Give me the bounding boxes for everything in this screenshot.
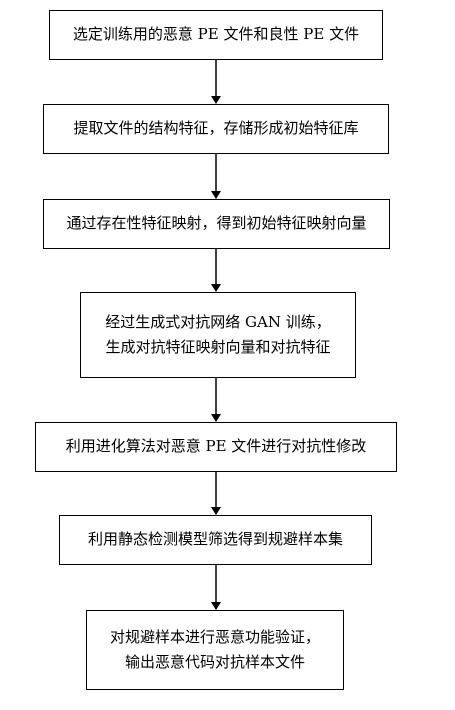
step-3-text: 通过存在性特征映射，得到初始特征映射向量 bbox=[66, 214, 367, 233]
step-6-text: 利用静态检测模型筛选得到规避样本集 bbox=[87, 530, 343, 549]
step-1-text: 选定训练用的恶意 PE 文件和良性 PE 文件 bbox=[72, 25, 360, 44]
step-5-text: 利用进化算法对恶意 PE 文件进行对抗性修改 bbox=[65, 437, 367, 456]
step-7-text-line-1: 对规避样本进行恶意功能验证， bbox=[109, 627, 320, 646]
step-5-evolutionary-modification: 利用进化算法对恶意 PE 文件进行对抗性修改 bbox=[35, 422, 397, 472]
step-2-extract-structural-features: 提取文件的结构特征，存储形成初始特征库 bbox=[43, 104, 389, 154]
step-6-static-detection-filter: 利用静态检测模型筛选得到规避样本集 bbox=[59, 515, 372, 565]
step-4-text-line-1: 经过生成式对抗网络 GAN 训练， bbox=[105, 312, 331, 331]
step-4-gan-training: 经过生成式对抗网络 GAN 训练， 生成对抗特征映射向量和对抗特征 bbox=[80, 292, 356, 378]
step-7-text-line-2: 输出恶意代码对抗样本文件 bbox=[124, 653, 305, 671]
step-1-select-training-files: 选定训练用的恶意 PE 文件和良性 PE 文件 bbox=[49, 10, 383, 60]
step-7-malicious-function-verification: 对规避样本进行恶意功能验证， 输出恶意代码对抗样本文件 bbox=[86, 610, 344, 690]
step-2-text: 提取文件的结构特征，存储形成初始特征库 bbox=[73, 119, 359, 138]
step-3-feature-mapping: 通过存在性特征映射，得到初始特征映射向量 bbox=[43, 199, 390, 249]
step-4-text-line-2: 生成对抗特征映射向量和对抗特征 bbox=[105, 338, 331, 356]
